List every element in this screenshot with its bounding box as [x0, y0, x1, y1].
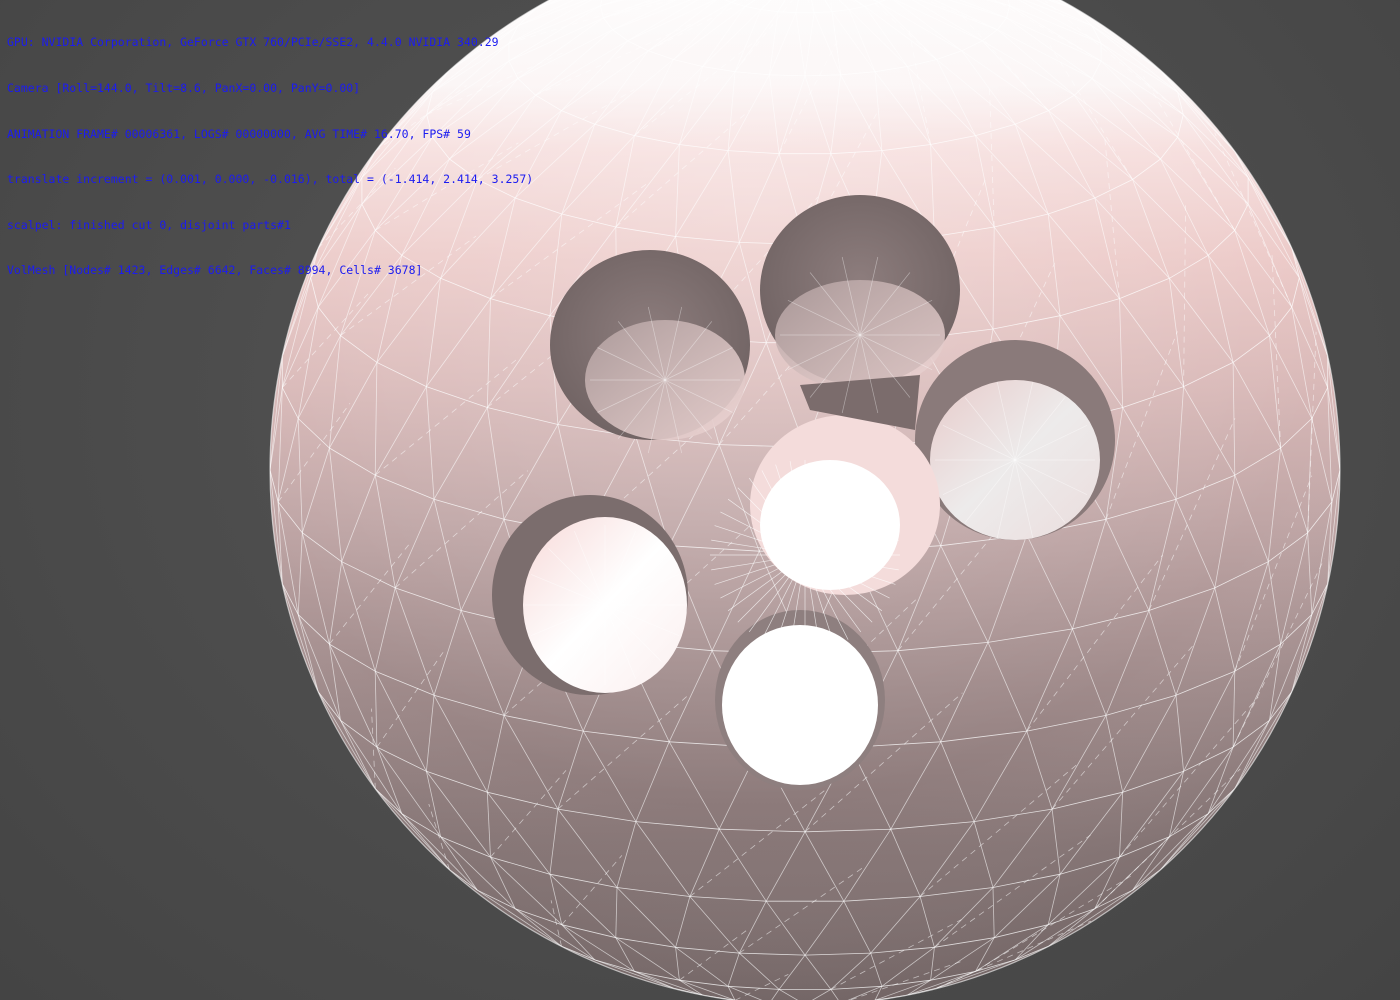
sphere-outline — [269, 0, 1341, 1000]
cavity-top-right — [760, 195, 960, 390]
cavity-bottom — [715, 610, 885, 790]
cavity-group — [492, 195, 1115, 790]
cavity-top-left — [550, 250, 750, 440]
cavity-right — [915, 340, 1115, 540]
cavity-left — [492, 495, 688, 695]
cavity-wireframe — [525, 256, 1095, 782]
cut-wedge — [800, 375, 920, 430]
